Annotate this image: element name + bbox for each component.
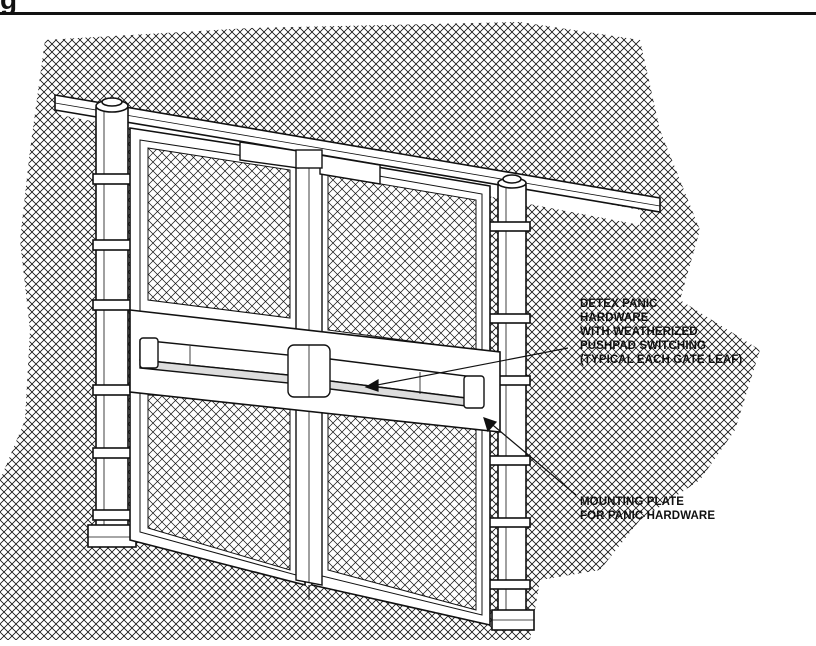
callout-panic-line-5: (TYPICAL EACH GATE LEAF) — [580, 354, 743, 366]
leader-mounting-plate — [483, 417, 577, 496]
callout-mounting-line-2: FOR PANIC HARDWARE — [580, 510, 716, 522]
callout-panic-line-3: WITH WEATHERIZED — [580, 326, 698, 338]
callout-mounting-line-1: MOUNTING PLATE — [580, 496, 685, 508]
top-latch-housing — [239, 141, 381, 185]
callout-panic-line-4: PUSHPAD SWITCHING — [580, 340, 707, 352]
left-post — [87, 97, 142, 548]
page-title-fragment: g — [0, 0, 17, 14]
callout-panic-line-2: HARDWARE — [580, 312, 649, 324]
header-rule — [0, 12, 816, 15]
center-latch — [287, 344, 331, 398]
callout-panic-hardware: DETEX PANIC HARDWARE WITH WEATHERIZED PU… — [580, 297, 742, 367]
callout-panic-line-1: DETEX PANIC — [580, 298, 658, 310]
right-post — [483, 174, 535, 631]
callout-mounting-plate: MOUNTING PLATE FOR PANIC HARDWARE — [580, 495, 715, 523]
leader-panic-hardware — [364, 347, 569, 392]
